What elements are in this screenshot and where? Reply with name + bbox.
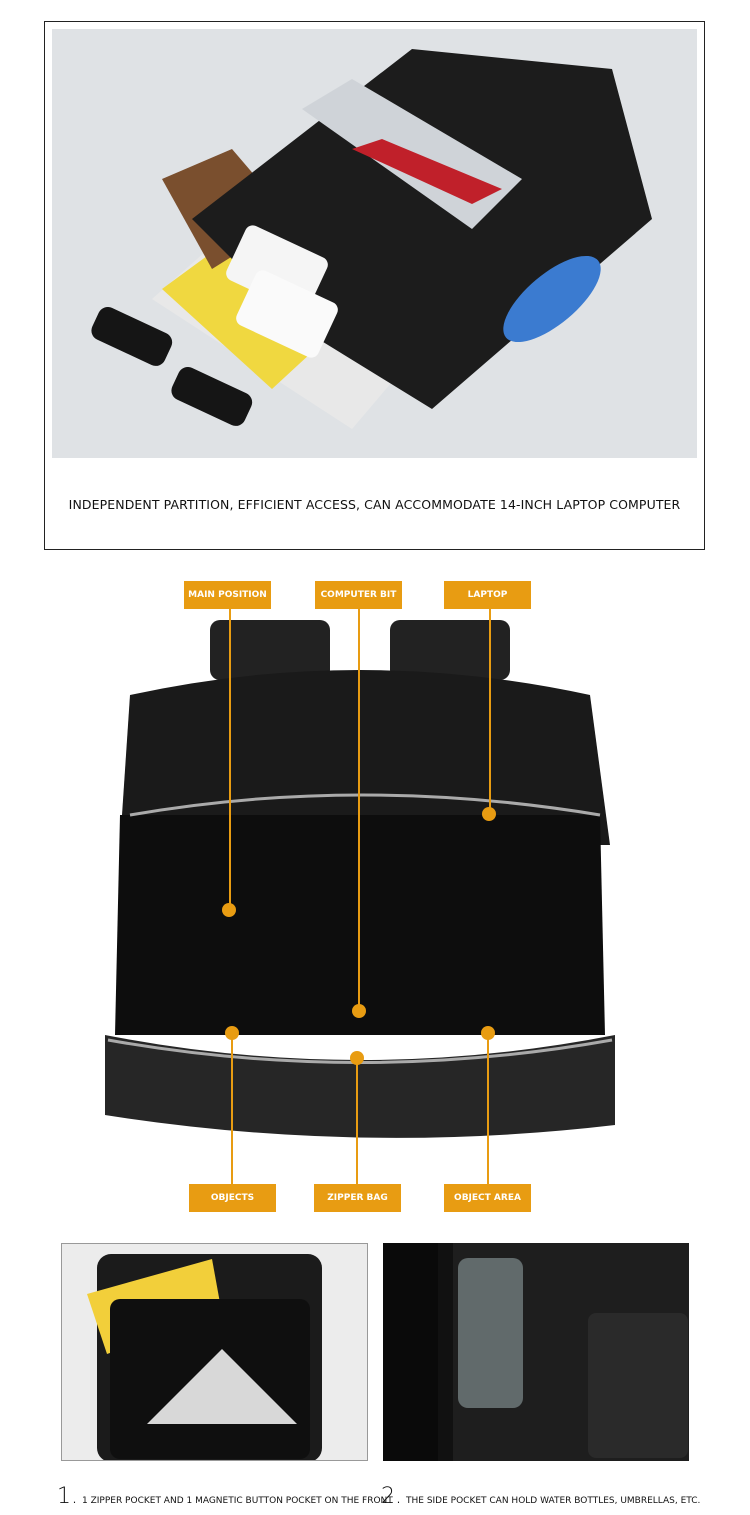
feature-number: 2. xyxy=(381,1484,402,1509)
marker-dot xyxy=(350,1051,364,1065)
marker-dot xyxy=(222,903,236,917)
leader-line xyxy=(358,609,360,1011)
feature-text: THE SIDE POCKET CAN HOLD WATER BOTTLES, … xyxy=(406,1496,701,1506)
feature-2: 2. THE SIDE POCKET CAN HOLD WATER BOTTLE… xyxy=(381,1484,700,1509)
label-zipper-bag: ZIPPER BAG xyxy=(314,1184,401,1212)
leader-line xyxy=(489,609,491,814)
feature-1: 1. 1 ZIPPER POCKET AND 1 MAGNETIC BUTTON… xyxy=(57,1484,393,1509)
label-laptop: LAPTOP xyxy=(444,581,531,609)
marker-dot xyxy=(352,1004,366,1018)
side-pocket-photo xyxy=(383,1243,689,1461)
section-caption: INDEPENDENT PARTITION, EFFICIENT ACCESS,… xyxy=(68,497,681,512)
label-computer-bit: COMPUTER BIT xyxy=(315,581,402,609)
marker-dot xyxy=(481,1026,495,1040)
leader-line xyxy=(356,1058,358,1184)
leader-line xyxy=(231,1033,233,1184)
front-pocket-photo xyxy=(61,1243,368,1461)
product-frame xyxy=(44,21,705,550)
backpack-interior-photo xyxy=(100,615,620,1155)
feature-text: 1 ZIPPER POCKET AND 1 MAGNETIC BUTTON PO… xyxy=(82,1496,393,1506)
leader-line xyxy=(229,609,231,910)
label-objects: OBJECTS xyxy=(189,1184,276,1212)
label-object-area: OBJECT AREA xyxy=(444,1184,531,1212)
leader-line xyxy=(487,1033,489,1184)
marker-dot xyxy=(225,1026,239,1040)
label-main-position: MAIN POSITION xyxy=(184,581,271,609)
backpack-open-photo xyxy=(52,29,697,458)
feature-number: 1. xyxy=(57,1484,78,1509)
marker-dot xyxy=(482,807,496,821)
